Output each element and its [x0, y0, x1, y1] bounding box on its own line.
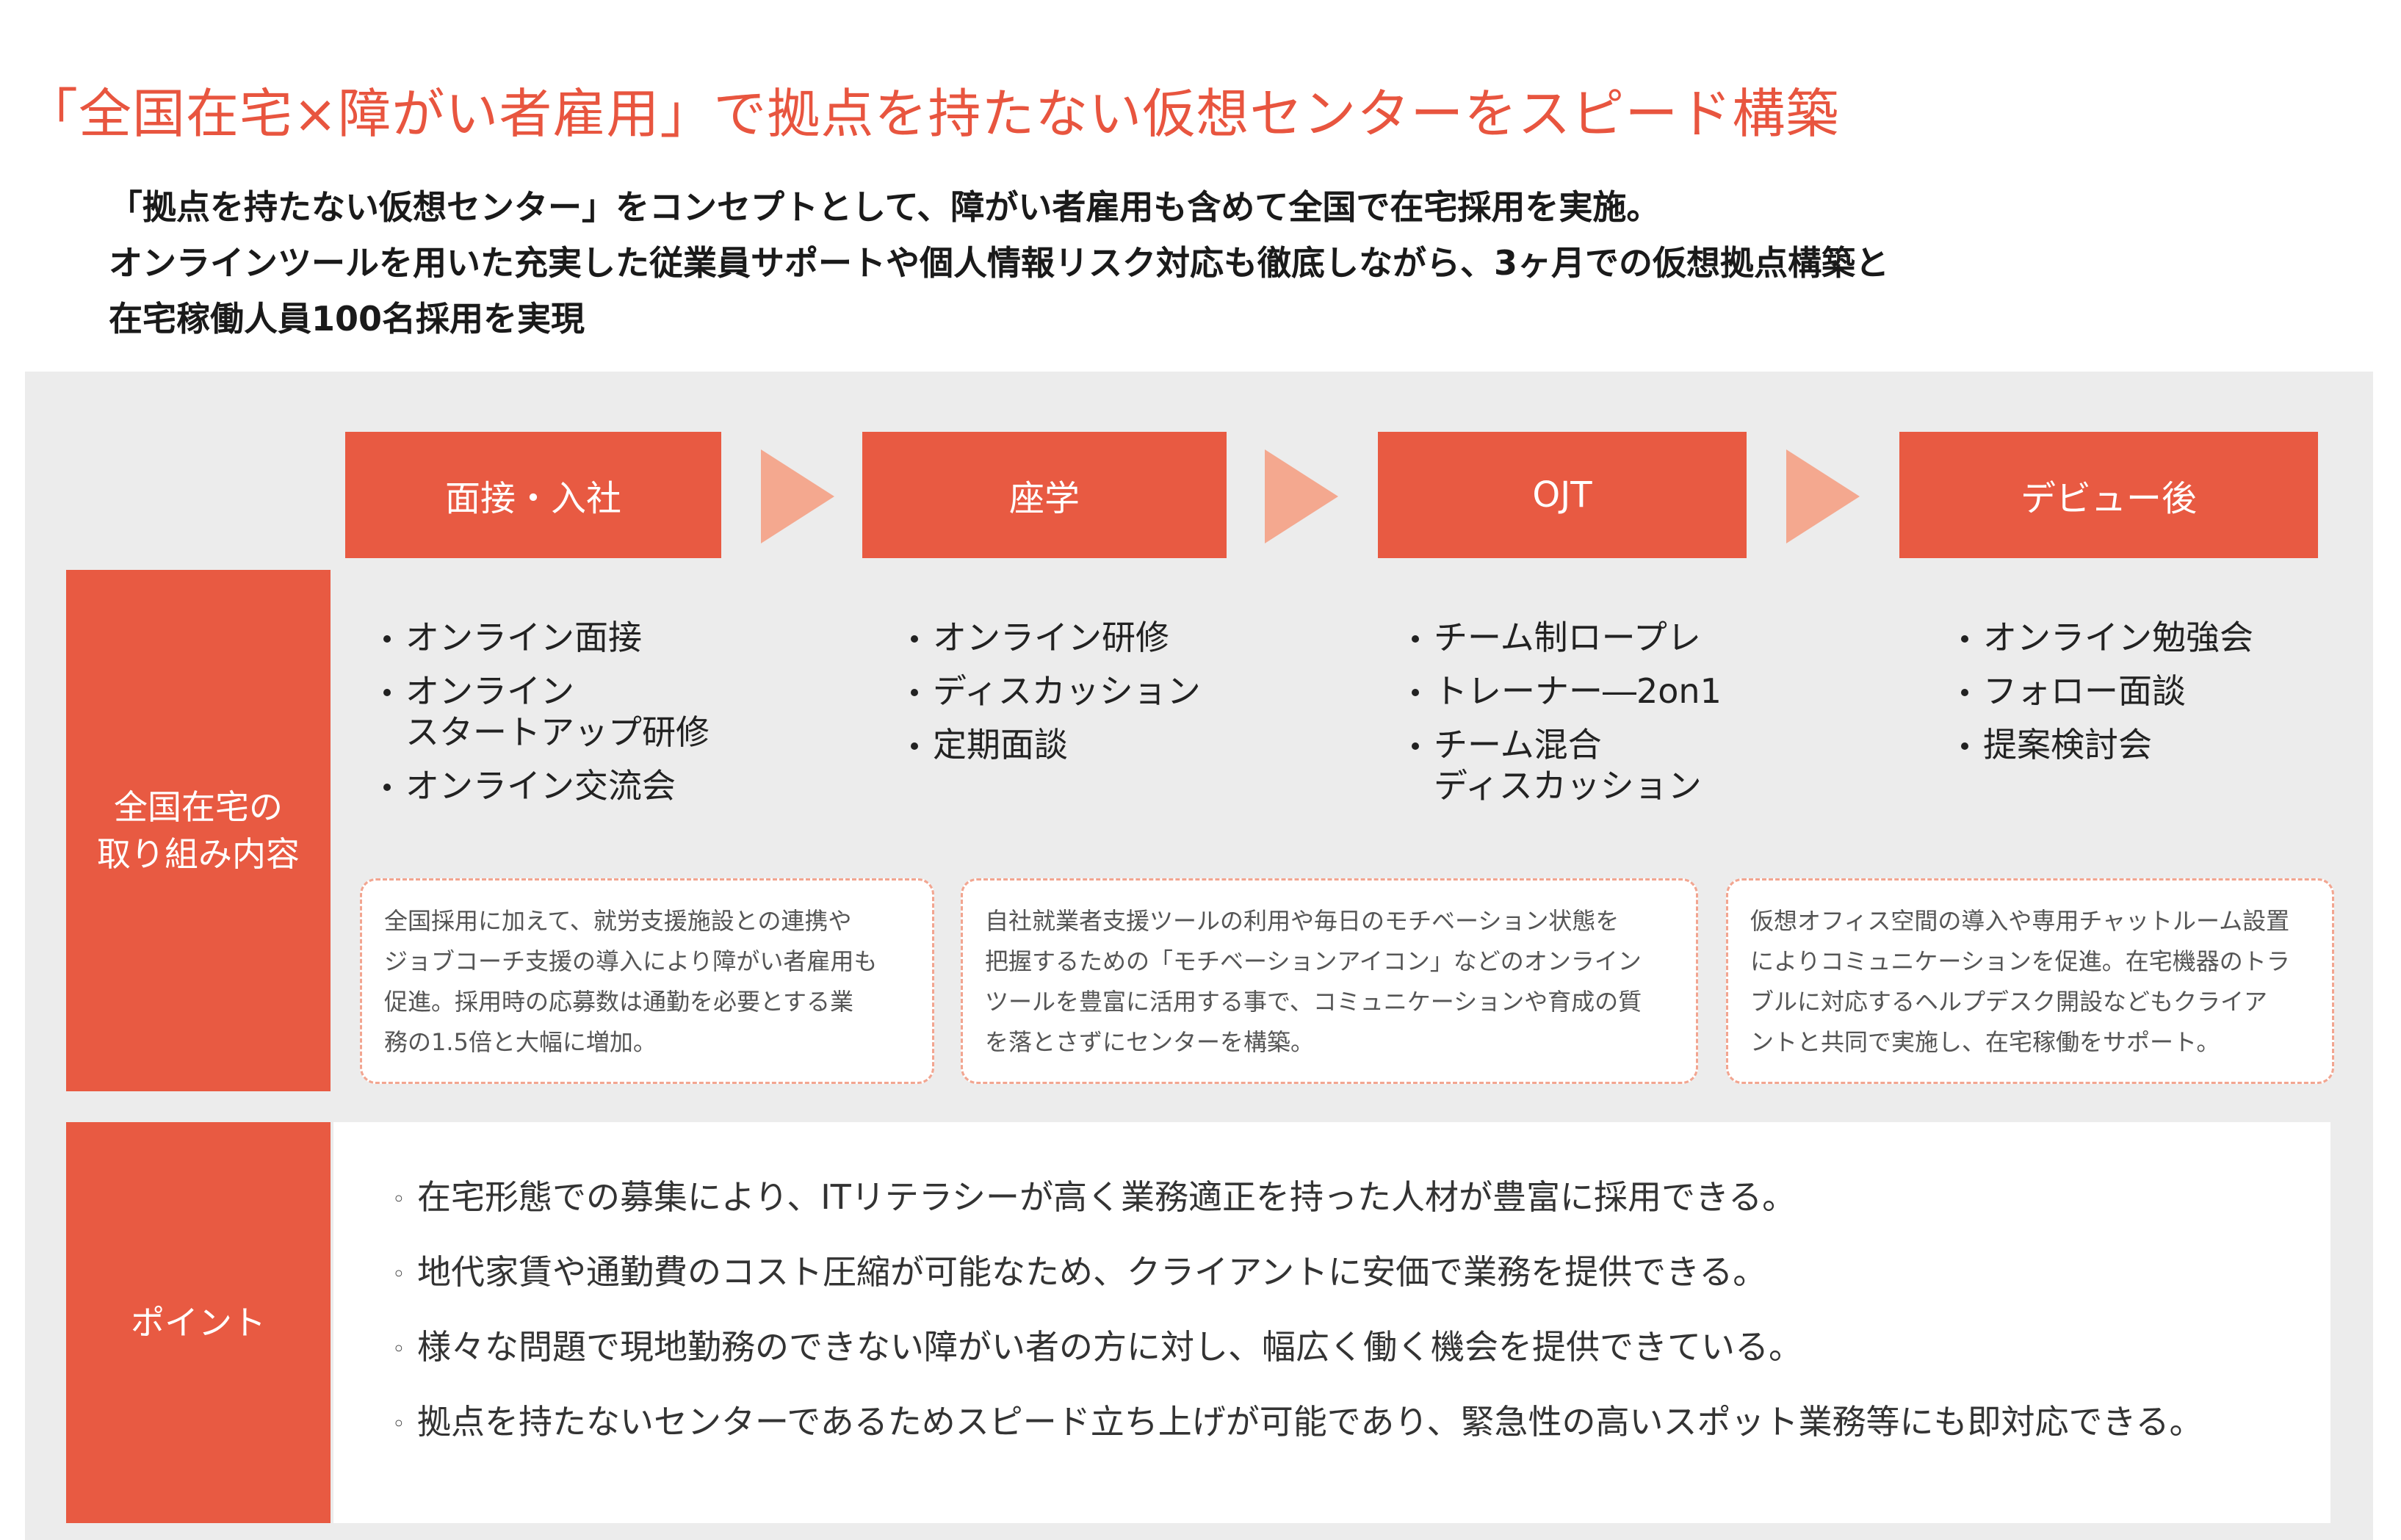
page-title: 「全国在宅×障がい者雇用」で拠点を持たない仮想センターをスピード構築 [25, 83, 1840, 145]
list-item: ディスカッション [909, 670, 1201, 712]
note-line: 把握するための「モチベーションアイコン」などのオンライン [985, 947, 1642, 975]
note-line: 自社就業者支援ツールの利用や毎日のモチベーション状態を [985, 907, 1620, 935]
bullet-list-interview: オンライン面接 オンライン スタートアップ研修 オンライン交流会 [382, 617, 710, 819]
bullet-list-classroom: オンライン研修 ディスカッション 定期面談 [909, 617, 1201, 778]
note-line: 務の1.5倍と大幅に増加。 [384, 1028, 657, 1056]
bullet-list-debut: オンライン勉強会 フォロー面談 提案検討会 [1960, 617, 2253, 778]
step-debut: デビュー後 [1899, 432, 2318, 558]
circle-bullet-icon: ◦ [392, 1186, 405, 1212]
intro-line: 在宅稼働人員100名採用を実現 [109, 299, 585, 339]
circle-bullet-icon: ◦ [392, 1411, 405, 1437]
list-item: チーム混合 ディスカッション [1410, 724, 1722, 806]
point-item: ◦ 地代家賃や通勤費のコスト圧縮が可能なため、クライアントに安価で業務を提供できる… [392, 1251, 2203, 1293]
arrow-right-icon [761, 449, 834, 543]
circle-bullet-icon: ◦ [392, 1261, 405, 1287]
arrow-right-icon [1265, 449, 1338, 543]
point-text: 在宅形態での募集により、ITリテラシーが高く業務適正を持った人材が豊富に採用でき… [417, 1177, 1797, 1217]
note-line: を落とさずにセンターを構築。 [985, 1028, 1315, 1056]
list-item: 提案検討会 [1960, 724, 2253, 765]
list-item: 定期面談 [909, 724, 1201, 765]
list-item: オンライン面接 [382, 617, 710, 658]
side-label-line: 全国在宅の [114, 787, 283, 827]
note-card-tools: 自社就業者支援ツールの利用や毎日のモチベーション状態を 把握するための「モチベー… [961, 878, 1698, 1084]
list-item: トレーナー―2on1 [1410, 670, 1722, 712]
side-label-line: 取り組み内容 [97, 834, 300, 874]
intro-line: 「拠点を持たない仮想センター」をコンセプトとして、障がい者雇用も含めて全国で在宅… [109, 187, 1661, 227]
list-item: オンライン交流会 [382, 765, 710, 806]
points-box [333, 1122, 2330, 1523]
step-ojt: OJT [1378, 432, 1747, 558]
list-item: フォロー面談 [1960, 670, 2253, 712]
note-line: 仮想オフィス空間の導入や専用チャットルーム設置 [1750, 907, 2290, 935]
circle-bullet-icon: ◦ [392, 1336, 405, 1362]
points-list: ◦ 在宅形態での募集により、ITリテラシーが高く業務適正を持った人材が豊富に採用で… [392, 1176, 2203, 1476]
bullet-list-ojt: チーム制ロープレ トレーナー―2on1 チーム混合 ディスカッション [1410, 617, 1722, 819]
list-item: オンライン スタートアップ研修 [382, 670, 710, 753]
list-item: オンライン研修 [909, 617, 1201, 658]
intro-line: オンラインツールを用いた充実した従業員サポートや個人情報リスク対応も徹底しながら… [109, 243, 1890, 283]
point-text: 地代家賃や通勤費のコスト圧縮が可能なため、クライアントに安価で業務を提供できる。 [417, 1252, 1767, 1292]
list-item: チーム制ロープレ [1410, 617, 1722, 658]
list-item: オンライン勉強会 [1960, 617, 2253, 658]
intro-text: 「拠点を持たない仮想センター」をコンセプトとして、障がい者雇用も含めて全国で在宅… [109, 179, 1889, 347]
note-line: ジョブコーチ支援の導入により障がい者雇用も [384, 947, 878, 975]
side-label-content: 全国在宅の 取り組み内容 [66, 570, 331, 1091]
arrow-right-icon [1786, 449, 1860, 543]
step-classroom: 座学 [862, 432, 1227, 558]
note-card-office: 仮想オフィス空間の導入や専用チャットルーム設置 によりコミュニケーションを促進。… [1726, 878, 2334, 1084]
point-item: ◦ 在宅形態での募集により、ITリテラシーが高く業務適正を持った人材が豊富に採用で… [392, 1176, 2203, 1218]
point-text: 拠点を持たないセンターであるためスピード立ち上げが可能であり、緊急性の高いスポッ… [417, 1402, 2203, 1442]
note-line: によりコミュニケーションを促進。在宅機器のトラ [1750, 947, 2290, 975]
point-item: ◦ 拠点を持たないセンターであるためスピード立ち上げが可能であり、緊急性の高いスポ… [392, 1401, 2203, 1442]
note-line: ブルに対応するヘルプデスク開設などもクライア [1750, 988, 2268, 1016]
note-line: 全国採用に加えて、就労支援施設との連携や [384, 907, 852, 935]
step-interview: 面接・入社 [345, 432, 721, 558]
note-line: ントと共同で実施し、在宅稼働をサポート。 [1750, 1028, 2220, 1056]
point-text: 様々な問題で現地勤務のできない障がい者の方に対し、幅広く働く機会を提供できている… [417, 1327, 1802, 1367]
note-card-recruitment: 全国採用に加えて、就労支援施設との連携や ジョブコーチ支援の導入により障がい者雇… [360, 878, 934, 1084]
note-line: 促進。採用時の応募数は通勤を必要とする業 [384, 988, 854, 1016]
point-item: ◦ 様々な問題で現地勤務のできない障がい者の方に対し、幅広く働く機会を提供できてい… [392, 1326, 2203, 1367]
side-label-points: ポイント [66, 1122, 331, 1523]
note-line: ツールを豊富に活用する事で、コミュニケーションや育成の質 [985, 988, 1642, 1016]
